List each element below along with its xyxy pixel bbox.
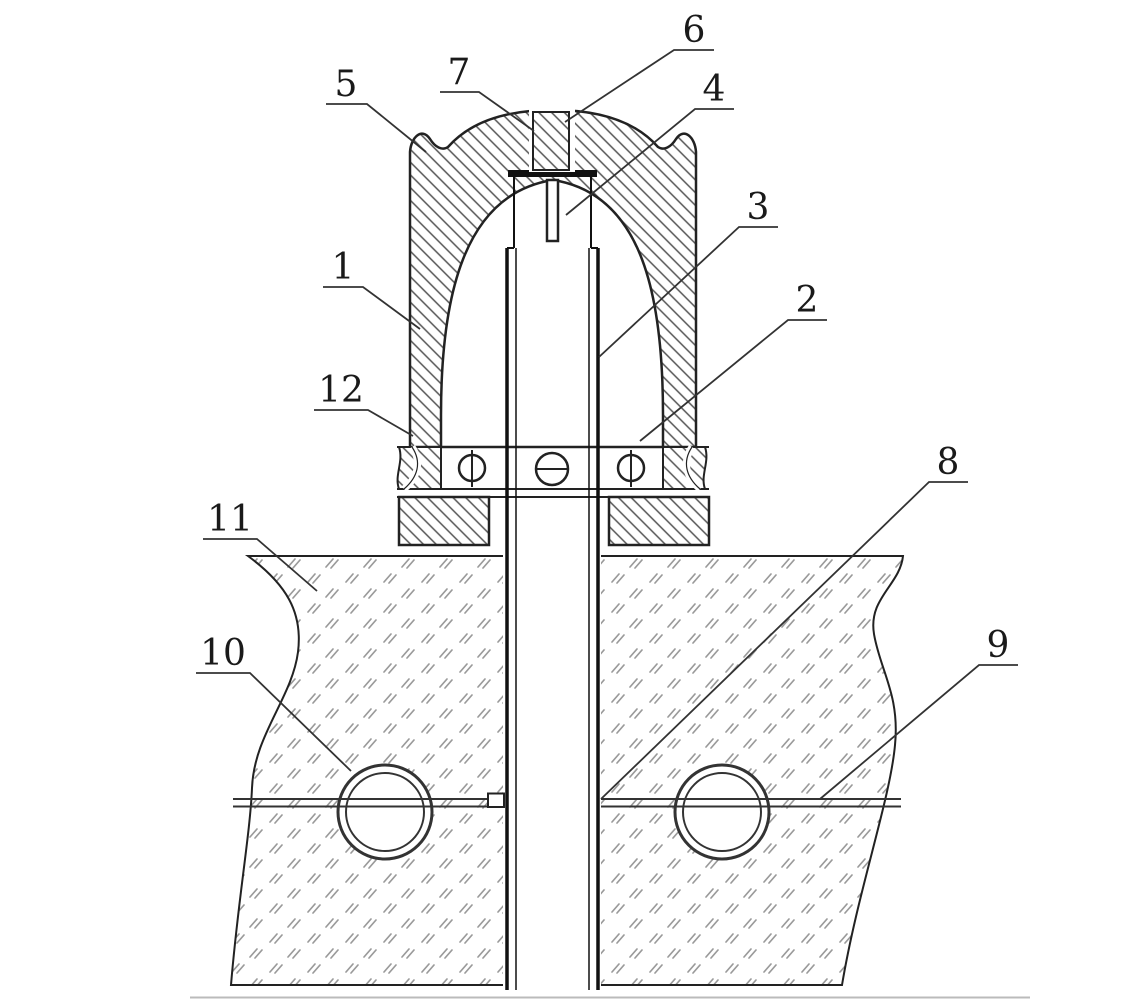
label-2: 2 — [639, 280, 827, 442]
ref-number-1: 1 — [332, 247, 355, 288]
left-buried-pipe — [336, 763, 434, 861]
ref-number-5: 5 — [335, 64, 358, 105]
tube-corridor — [503, 540, 601, 990]
leader-line-11 — [203, 538, 318, 592]
tube-top-seal-bar — [508, 170, 597, 177]
tube-collar-notch — [487, 792, 505, 808]
buried-line — [233, 798, 901, 808]
ref-number-4: 4 — [703, 69, 726, 110]
label-12: 12 — [314, 370, 414, 437]
leader-line-3 — [598, 226, 778, 358]
right-buried-pipe — [673, 763, 771, 861]
ref-number-7: 7 — [448, 52, 471, 93]
leader-line-5 — [326, 103, 427, 153]
ref-number-9: 9 — [987, 625, 1010, 666]
label-1: 1 — [323, 247, 421, 330]
leader-line-9 — [819, 664, 1018, 800]
label-4: 4 — [565, 69, 734, 216]
leader-line-2 — [639, 319, 827, 442]
right-base-block — [607, 495, 711, 547]
leader-line-10 — [196, 672, 352, 772]
ref-number-3: 3 — [747, 187, 770, 228]
leader-line-8 — [600, 481, 968, 800]
bolt-holes-row — [457, 450, 646, 487]
central-tube — [505, 177, 600, 990]
label-10: 10 — [196, 633, 352, 772]
leader-line-6 — [564, 49, 714, 123]
leader-line-12 — [314, 409, 414, 437]
label-5: 5 — [326, 64, 427, 153]
right-flange-groove-edge — [685, 446, 701, 490]
leader-line-1 — [323, 286, 421, 330]
label-3: 3 — [598, 187, 778, 358]
label-6: 6 — [564, 10, 714, 123]
leader-line-7 — [440, 91, 535, 132]
inner-rod — [545, 178, 560, 243]
left-base-block — [397, 495, 491, 547]
ref-number-2: 2 — [796, 280, 819, 321]
label-11: 11 — [203, 499, 318, 592]
ref-number-6: 6 — [683, 10, 706, 51]
left-flange-groove-edge — [403, 446, 419, 490]
reference-labels: 5 7 6 4 3 2 1 12 — [196, 10, 1018, 800]
ref-number-8: 8 — [937, 442, 960, 483]
ref-number-10: 10 — [200, 633, 246, 674]
label-9: 9 — [819, 625, 1018, 800]
label-7: 7 — [440, 52, 535, 132]
ref-number-11: 11 — [207, 499, 253, 540]
leader-line-4 — [565, 108, 734, 216]
ref-number-12: 12 — [318, 370, 364, 411]
label-8: 8 — [600, 442, 968, 800]
top-plug — [532, 111, 570, 171]
